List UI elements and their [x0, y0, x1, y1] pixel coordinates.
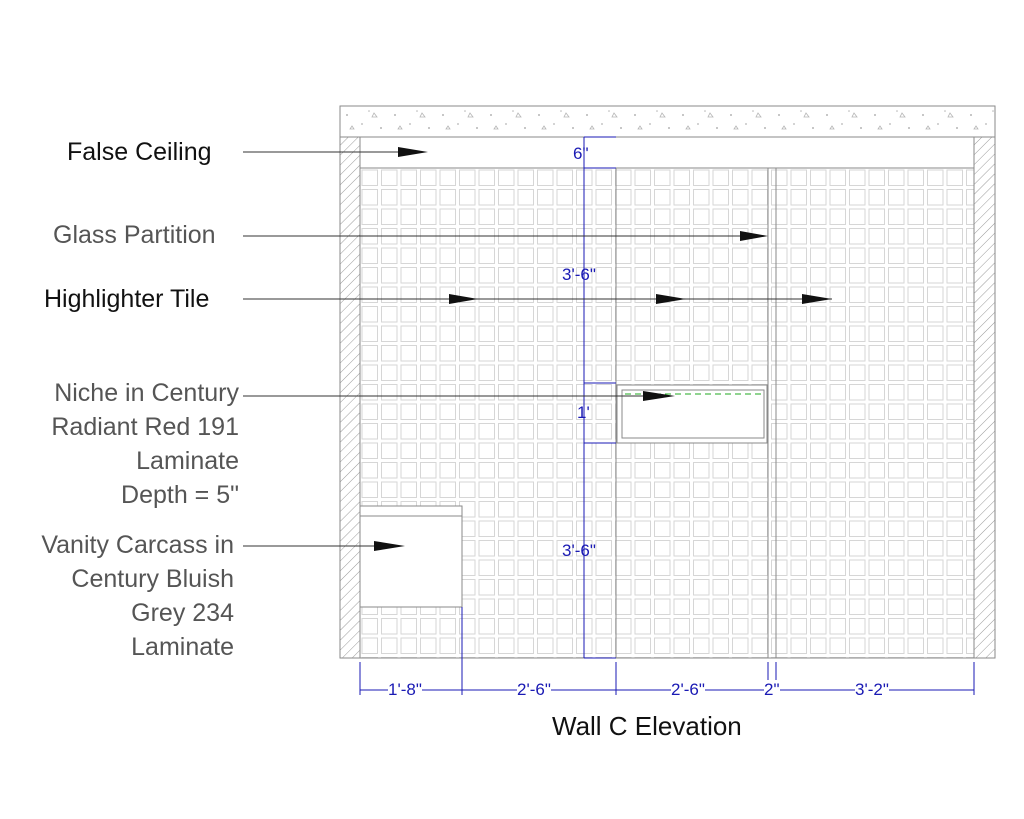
label-niche-line-4: Depth = 5" [121, 481, 239, 509]
label-niche-line-1: Niche in Century [54, 379, 239, 407]
vertical-dimensions [583, 136, 616, 659]
label-vanity-line-1: Vanity Carcass in [41, 531, 234, 559]
leader-glass-partition [243, 231, 768, 241]
label-niche-line-3: Laminate [136, 447, 239, 475]
label-false-ceiling: False Ceiling [67, 138, 212, 166]
false-ceiling-band [359, 136, 975, 169]
arrowhead-icon [740, 231, 768, 241]
dimension-glass-thickness: 2" [764, 680, 780, 700]
label-highlighter-tile: Highlighter Tile [44, 285, 210, 313]
dimension-span-2: 2'-6" [517, 680, 551, 700]
right-wall [973, 136, 996, 659]
dimension-span-3: 2'-6" [671, 680, 705, 700]
glass-partition [767, 168, 777, 658]
label-niche: Niche in Century Radiant Red 191 Laminat… [0, 376, 239, 512]
leader-vanity [243, 541, 405, 551]
left-wall [339, 136, 361, 659]
dimension-niche-height: 1' [577, 403, 590, 422]
dimension-lower-wall: 3'-6" [562, 541, 596, 560]
leader-false-ceiling [243, 147, 428, 157]
label-niche-line-2: Radiant Red 191 [51, 413, 239, 441]
label-vanity-line-3: Grey 234 [131, 599, 234, 627]
arrowhead-icon [802, 294, 832, 304]
niche [616, 384, 768, 444]
dimension-upper-wall: 3'-6" [562, 265, 596, 284]
arrowhead-icon [656, 294, 686, 304]
arrowhead-icon [374, 541, 405, 551]
dimension-ceiling: 6" [573, 144, 589, 163]
arrowhead-icon [449, 294, 478, 304]
label-vanity-line-4: Laminate [131, 633, 234, 661]
leader-niche [243, 391, 675, 401]
label-vanity-line-2: Century Bluish [71, 565, 234, 593]
leader-highlighter-tile [243, 294, 832, 304]
dimension-vanity-width: 1'-8" [388, 680, 422, 700]
label-glass-partition: Glass Partition [53, 221, 216, 249]
dimension-span-5: 3'-2" [855, 680, 889, 700]
drawing-title: Wall C Elevation [552, 711, 742, 741]
vanity-carcass [359, 505, 463, 608]
arrowhead-icon [643, 391, 675, 401]
ceiling-slab [339, 105, 996, 138]
label-vanity: Vanity Carcass in Century Bluish Grey 23… [0, 528, 234, 664]
arrowhead-icon [398, 147, 428, 157]
